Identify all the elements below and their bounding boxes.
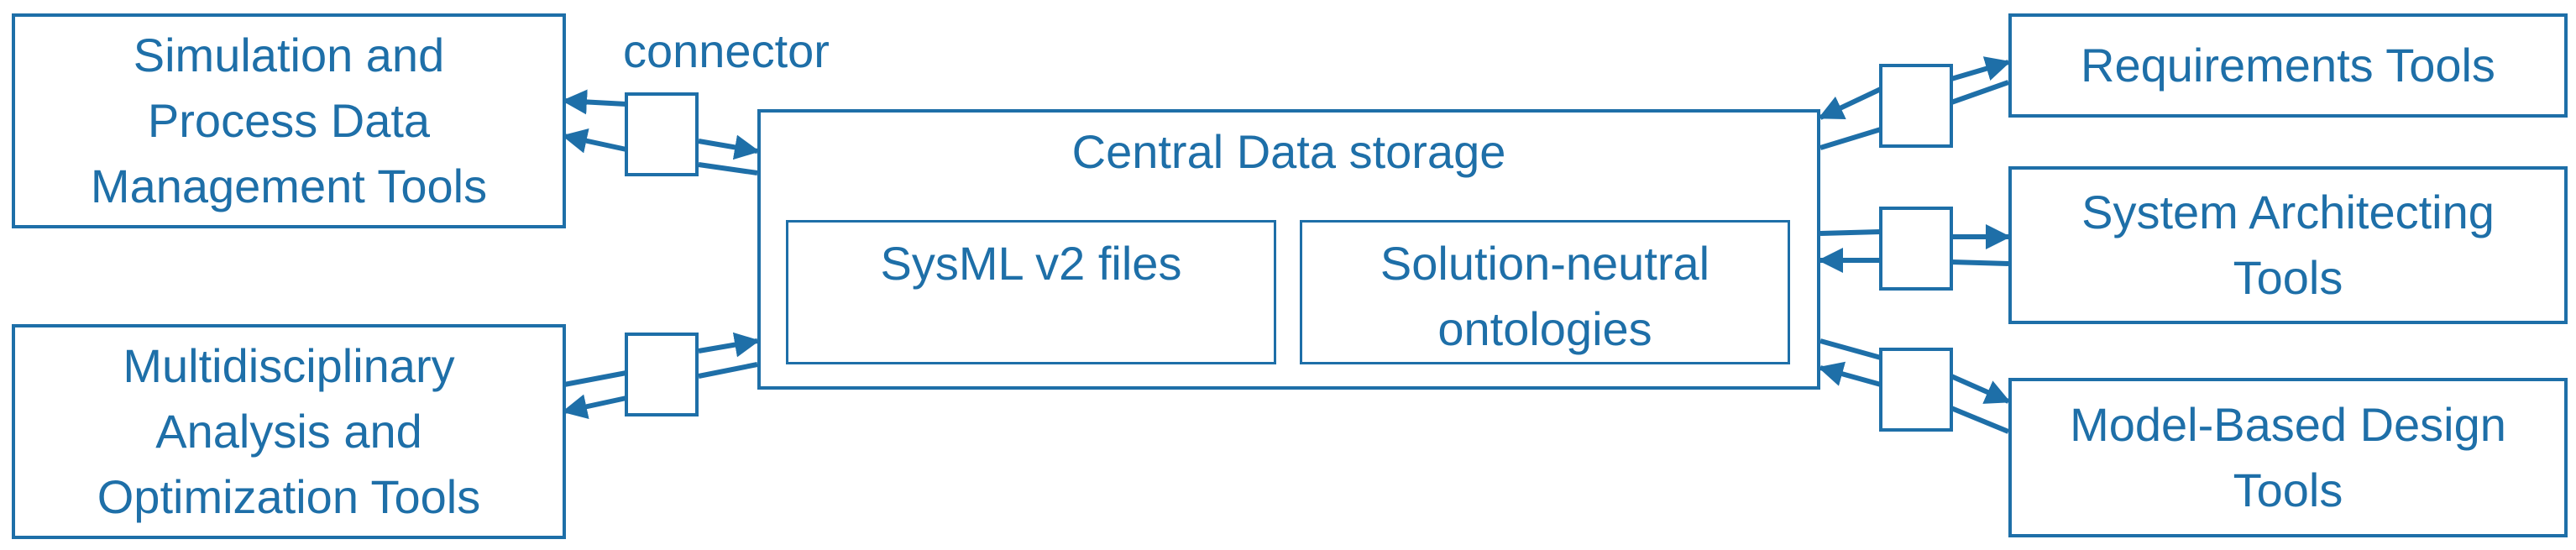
arrow-to-central-from-requirements <box>1818 86 1882 120</box>
wire-architecting-central-upper <box>1819 229 1882 236</box>
wire-group-architecting <box>1818 224 2011 273</box>
arrow-to-mbd <box>1950 374 2011 404</box>
wire-group-simulation <box>562 89 760 175</box>
connector-simulation <box>625 92 699 176</box>
wire-simulation-central <box>698 162 758 175</box>
system-architecting-tools-box: System Architecting Tools <box>2008 166 2568 324</box>
model-based-design-tools-label: Model-Based Design Tools <box>2070 392 2506 523</box>
simulation-line-1: Simulation and <box>133 29 445 81</box>
mdo-line-3: Optimization Tools <box>97 470 481 523</box>
central-data-storage-title: Central Data storage <box>1071 125 1506 178</box>
wire-mbd-central-upper <box>1819 338 1882 360</box>
sysml-v2-files-label: SysML v2 files <box>880 237 1182 290</box>
mdo-line-2: Analysis and <box>155 405 422 458</box>
wire-requirements-central <box>1819 127 1882 150</box>
arrow-to-central-from-mbd <box>1818 361 1882 387</box>
mdo-line-1: Multidisciplinary <box>123 339 455 392</box>
requirements-line-1: Requirements Tools <box>2081 39 2495 92</box>
architecting-line-1: System Architecting <box>2081 186 2495 238</box>
simulation-pdm-tools-label: Simulation and Process Data Management T… <box>91 23 487 219</box>
requirements-tools-label: Requirements Tools <box>2081 33 2495 98</box>
wire-mbd-lower <box>1950 406 2010 434</box>
connector-mdo <box>625 333 699 416</box>
sysml-v2-files-box: SysML v2 files <box>786 220 1276 364</box>
simulation-line-2: Process Data <box>147 94 431 147</box>
mbd-line-1: Model-Based Design <box>2070 398 2506 451</box>
requirements-tools-box: Requirements Tools <box>2008 13 2568 118</box>
connector-architecting <box>1879 207 1953 291</box>
solution-neutral-ontologies-box: Solution-neutral ontologies <box>1300 220 1790 364</box>
simulation-pdm-tools-box: Simulation and Process Data Management T… <box>12 13 566 228</box>
wire-group-requirements <box>1818 56 2011 150</box>
arrow-to-requirements <box>1950 56 2011 81</box>
connector-mbd <box>1879 348 1953 432</box>
arrow-to-mdo <box>562 394 627 419</box>
connector-requirements <box>1879 64 1953 148</box>
arrow-to-central-from-simulation <box>698 134 760 160</box>
wire-requirements-upper <box>1950 80 2009 105</box>
model-based-design-tools-box: Model-Based Design Tools <box>2008 378 2568 537</box>
central-data-storage-box: Central Data storage SysML v2 files Solu… <box>757 109 1820 390</box>
wire-mdo-upper <box>563 370 627 387</box>
mdo-tools-label: Multidisciplinary Analysis and Optimizat… <box>97 333 481 530</box>
arrow-to-simulation-lower <box>562 128 627 154</box>
system-architecting-tools-label: System Architecting Tools <box>2081 180 2495 311</box>
ontologies-line-1: Solution-neutral <box>1380 237 1710 290</box>
architecting-line-2: Tools <box>2233 251 2343 304</box>
wire-mdo-central <box>698 362 758 379</box>
solution-neutral-ontologies-label: Solution-neutral ontologies <box>1302 231 1788 362</box>
arrow-to-simulation-upper <box>562 89 627 115</box>
simulation-line-3: Management Tools <box>90 160 488 212</box>
mbd-line-2: Tools <box>2233 464 2343 516</box>
mdo-tools-box: Multidisciplinary Analysis and Optimizat… <box>12 324 566 539</box>
wire-group-mbd <box>1818 338 2011 434</box>
wire-group-mdo <box>562 332 760 419</box>
arrow-to-central-from-mdo <box>698 332 760 358</box>
connector-label: connector <box>623 24 830 77</box>
wire-architecting-lower <box>1950 259 2009 266</box>
ontologies-line-2: ontologies <box>1437 302 1652 355</box>
